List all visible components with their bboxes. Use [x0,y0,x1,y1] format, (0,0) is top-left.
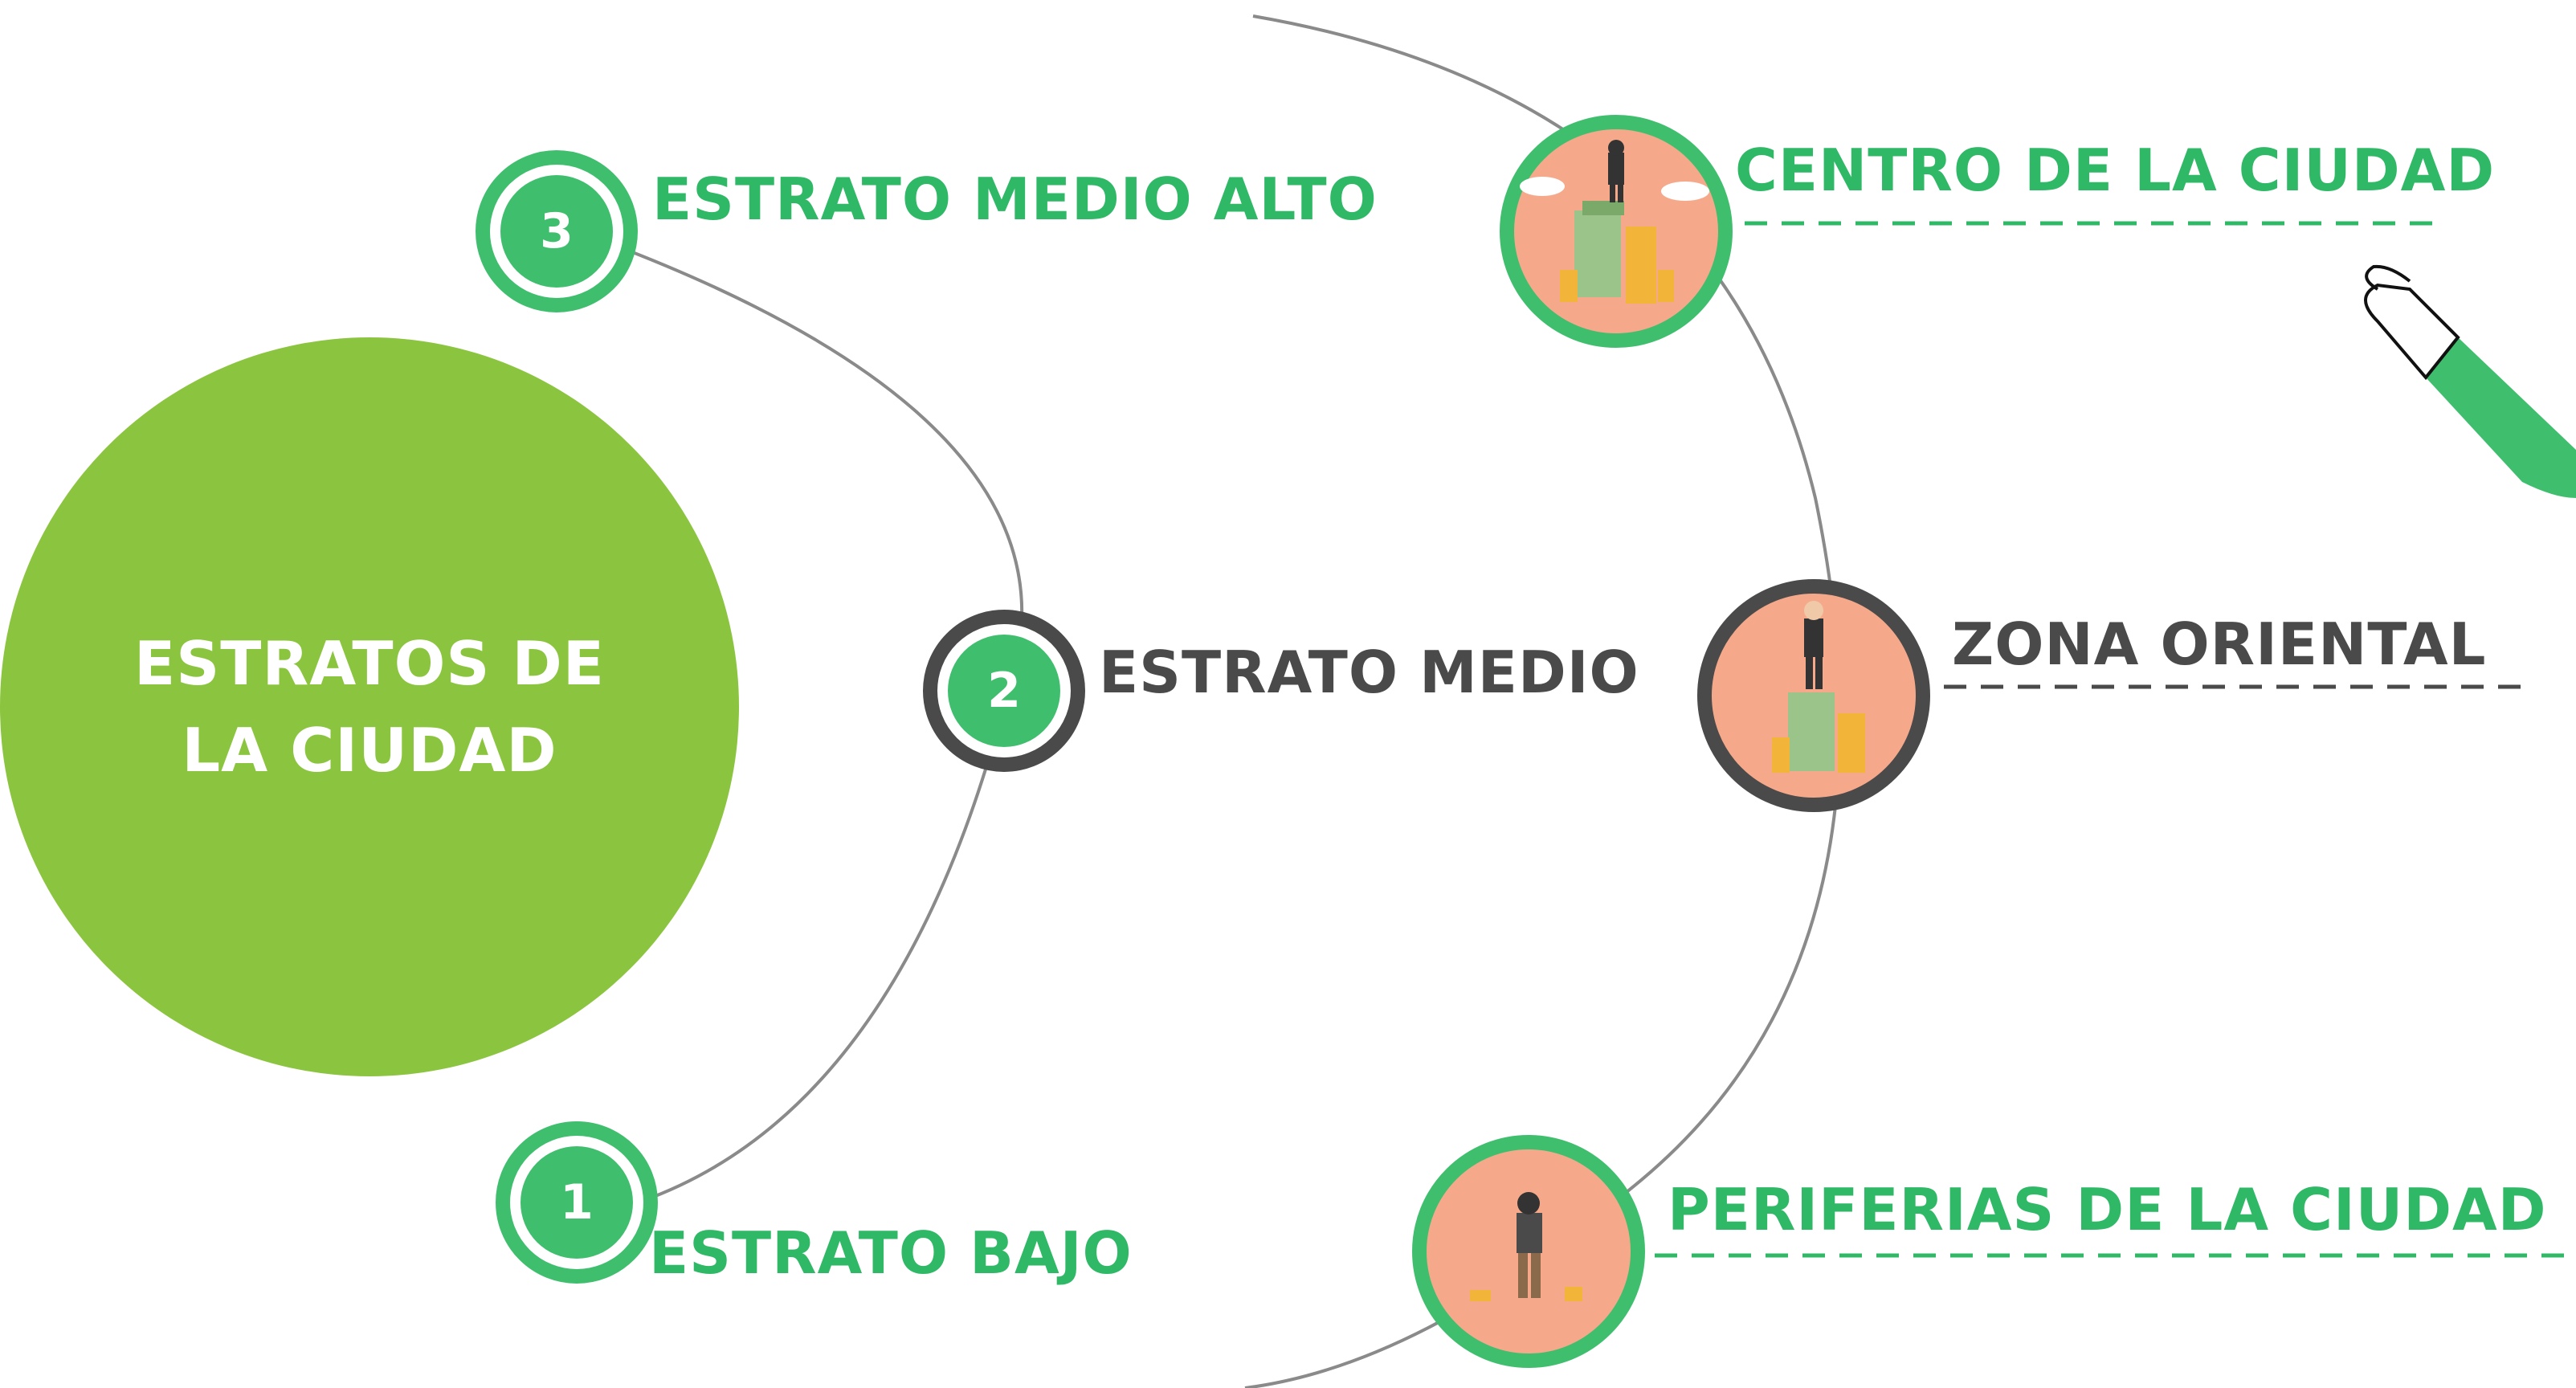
title-line-2: LA CIUDAD [182,715,557,786]
zone-oriental-label: ZONA ORIENTAL [1952,610,2487,678]
pointing-hand-icon [2364,264,2576,498]
oriental-zone-icon [1697,579,1930,812]
centro-zone-icon [1500,115,1733,348]
stratum-1-label: ESTRATO BAJO [649,1219,1133,1287]
periferias-zone-icon [1412,1135,1645,1368]
diagram-title: ESTRATOS DE LA CIUDAD [134,620,605,794]
stratum-3-label: ESTRATO MEDIO ALTO [652,165,1378,233]
title-circle: ESTRATOS DE LA CIUDAD [0,337,739,1076]
title-line-1: ESTRATOS DE [134,628,605,699]
zone-periferias-label: PERIFERIAS DE LA CIUDAD [1668,1176,2547,1243]
stratum-2-label: ESTRATO MEDIO [1099,639,1639,706]
stratum-1-badge: 1 [521,1146,633,1259]
stratum-3-badge: 3 [500,175,613,288]
stratum-2-badge: 2 [948,635,1060,747]
zone-centro-label: CENTRO DE LA CIUDAD [1735,137,2496,204]
